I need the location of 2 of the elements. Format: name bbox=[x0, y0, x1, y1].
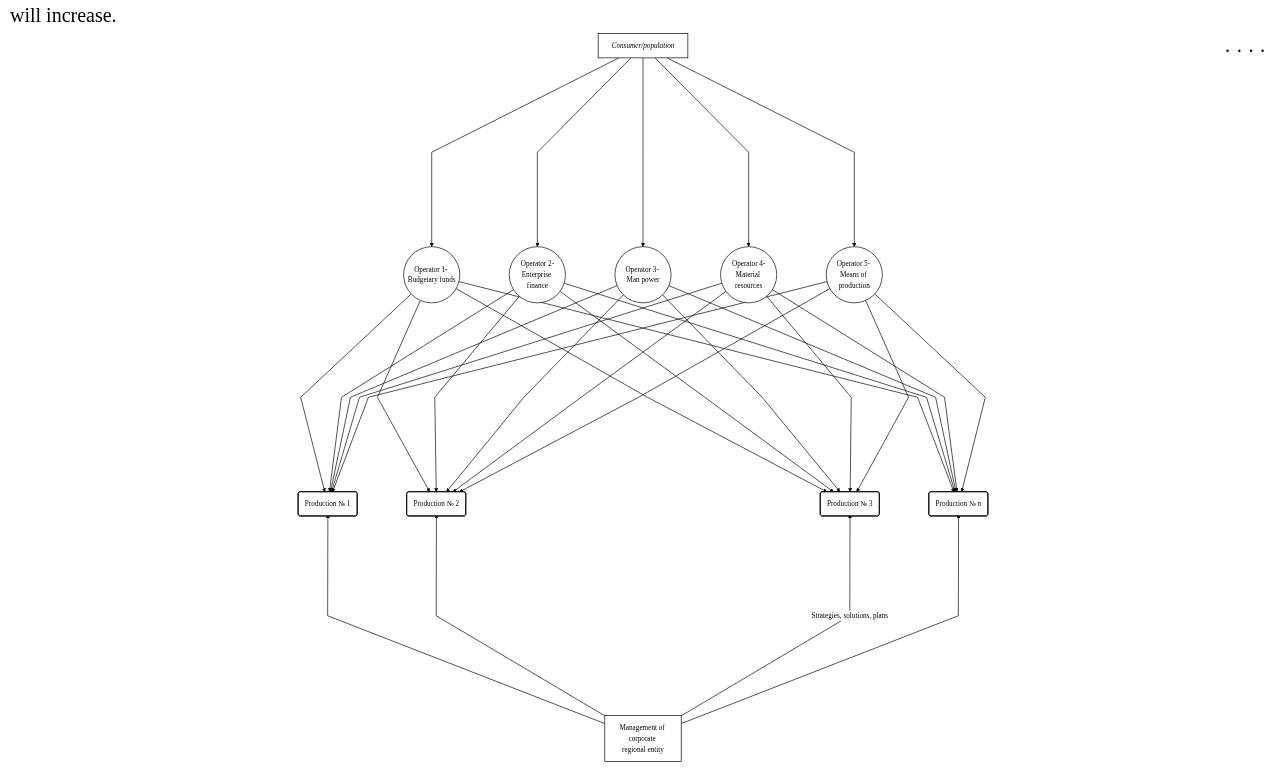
ellipsis-label: · · · · bbox=[1224, 40, 1266, 63]
text-fragment: will increase. bbox=[10, 4, 117, 27]
